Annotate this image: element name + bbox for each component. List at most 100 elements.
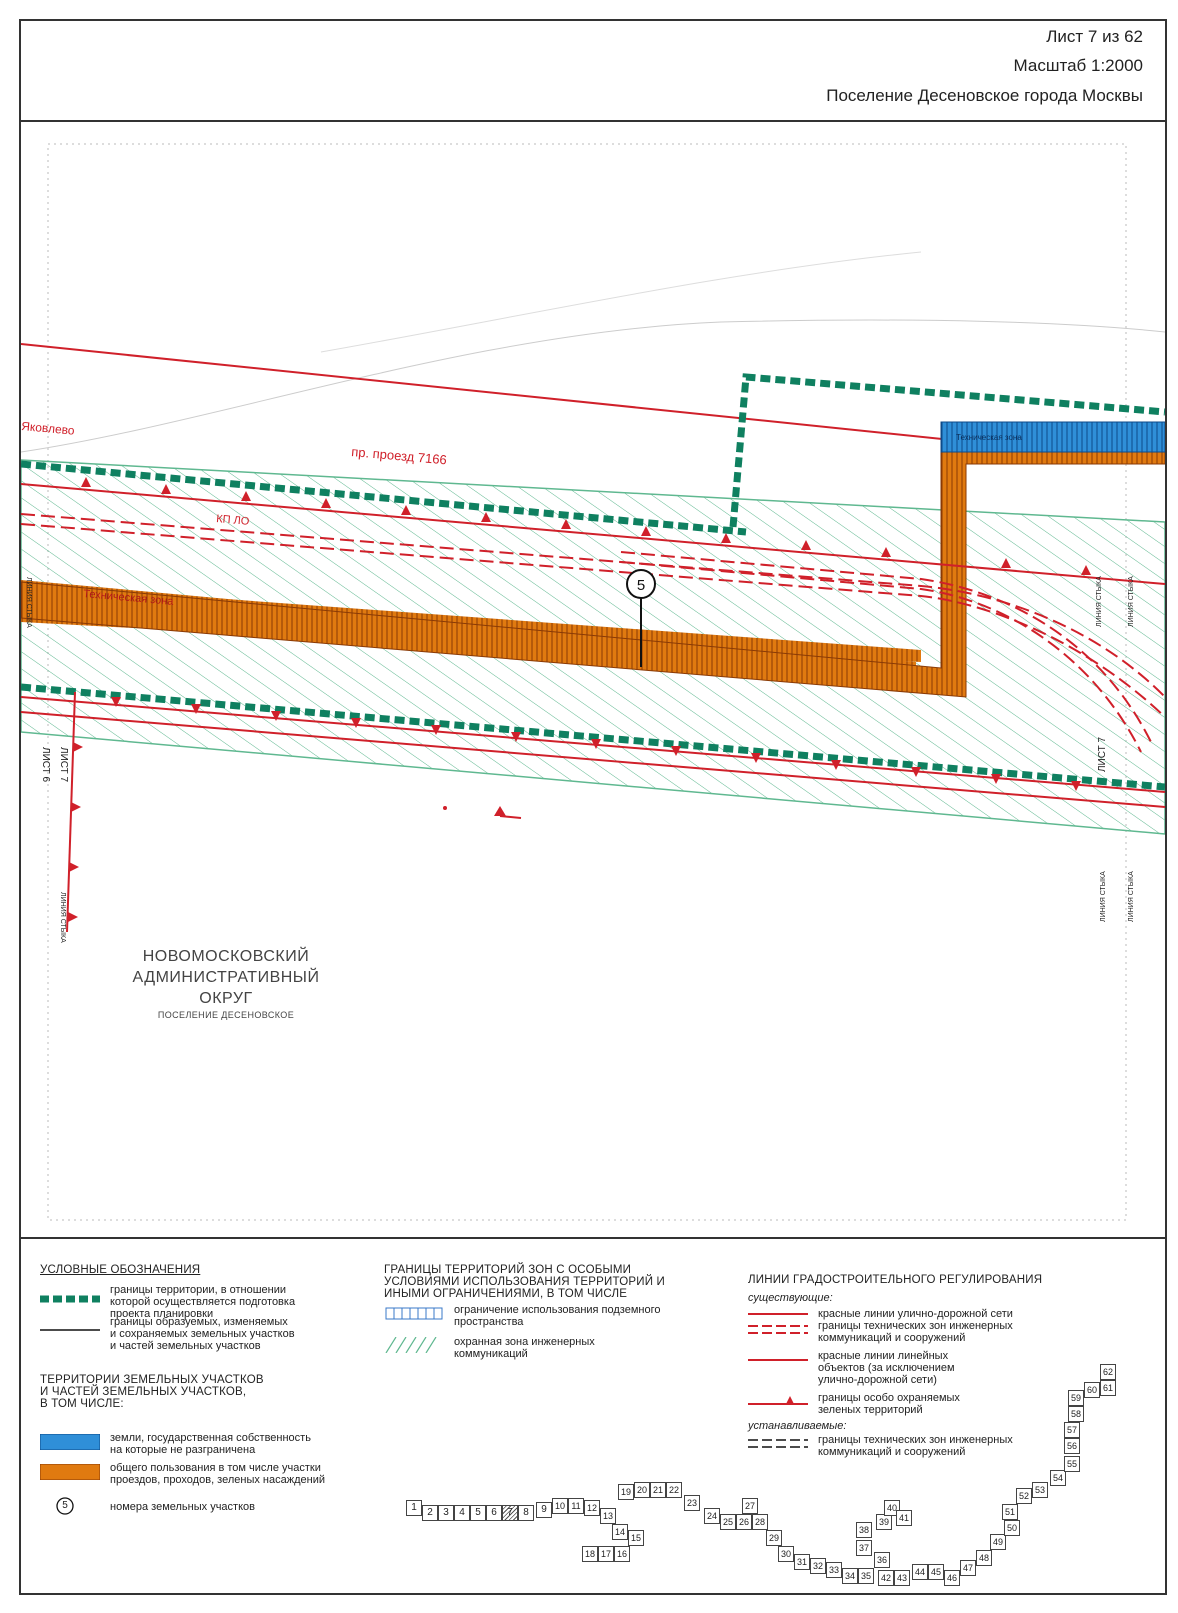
sheet-index-cell-25[interactable]: 25	[720, 1514, 736, 1530]
red-line-road[interactable]	[21, 696, 1165, 793]
tech-zone-boundary[interactable]	[620, 551, 1152, 743]
project-boundary[interactable]	[729, 373, 1165, 528]
map-area[interactable]: Техническая зона	[21, 122, 1165, 1237]
red-lines-road-swatch	[748, 1313, 808, 1315]
sheet-index-cell-18[interactable]: 18	[582, 1546, 598, 1562]
admin-line-2: АДМИНИСТРАТИВНЫЙ	[132, 969, 320, 986]
security-zone-swatch	[385, 1337, 437, 1353]
legend-title: УСЛОВНЫЕ ОБОЗНАЧЕНИЯ	[40, 1264, 201, 1276]
plot-number-circle[interactable]	[626, 569, 656, 599]
sheet-index-cell-22[interactable]: 22	[666, 1482, 682, 1498]
admin-district-label: НОВОМОСКОВСКИЙ АДМИНИСТРАТИВНЫЙ ОКРУГ ПО…	[101, 948, 351, 1020]
sheet-index-cell-45[interactable]: 45	[928, 1564, 944, 1580]
sheet-index-cell-6[interactable]: 6	[486, 1505, 502, 1521]
sheet-header: Лист 7 из 62 Масштаб 1:2000 Поселение Де…	[21, 21, 1165, 122]
sheet-index-cell-31[interactable]: 31	[794, 1554, 810, 1570]
sheet-index-cell-15[interactable]: 15	[628, 1530, 644, 1546]
sheet-index-cell-47[interactable]: 47	[960, 1560, 976, 1576]
sheet-index-cell-3[interactable]: 3	[438, 1505, 454, 1521]
sheet-index-cell-34[interactable]: 34	[842, 1568, 858, 1584]
sheet-index-cell-12[interactable]: 12	[584, 1500, 600, 1516]
sheet-index-cell-1[interactable]: 1	[406, 1500, 422, 1516]
sheet-index-cell-23[interactable]: 23	[684, 1495, 700, 1511]
sheet-index-cell-7[interactable]: 7	[502, 1505, 518, 1521]
sheet-index-cell-26[interactable]: 26	[736, 1514, 752, 1530]
public-use-plot[interactable]	[21, 443, 1165, 698]
plot-number-sample: 5	[62, 1500, 68, 1511]
territory-boundary-swatch	[40, 1295, 100, 1303]
sheet-index-cell-52[interactable]: 52	[1016, 1488, 1032, 1504]
sheet-index-cell-41[interactable]: 41	[896, 1510, 912, 1526]
contour-line	[320, 251, 922, 353]
tech-zones-new-swatch	[748, 1439, 808, 1448]
sheet-index-cell-55[interactable]: 55	[1064, 1456, 1080, 1472]
sheet-index-cell-46[interactable]: 46	[944, 1570, 960, 1586]
sheet-index-cell-2[interactable]: 2	[422, 1505, 438, 1521]
admin-line-3: ОКРУГ	[199, 990, 253, 1007]
legend-plot-numbers: номера земельных участков	[110, 1501, 255, 1513]
sheet-number: Лист 7 из 62	[1046, 27, 1143, 46]
tech-zone-boundary[interactable]	[620, 561, 1142, 753]
sheet-index-cell-42[interactable]: 42	[878, 1570, 894, 1586]
sheet-index-cell-9[interactable]: 9	[536, 1502, 552, 1518]
sheet-index-cell-56[interactable]: 56	[1064, 1438, 1080, 1454]
sheet-index-cell-24[interactable]: 24	[704, 1508, 720, 1524]
sheet-index-cell-51[interactable]: 51	[1002, 1504, 1018, 1520]
sheet-index-cell-33[interactable]: 33	[826, 1562, 842, 1578]
sheet-index-cell-20[interactable]: 20	[634, 1482, 650, 1498]
map-canvas: Техническая зона	[21, 143, 1165, 1221]
sheet-index-cell-60[interactable]: 60	[1084, 1382, 1100, 1398]
sheet-index-cell-17[interactable]: 17	[598, 1546, 614, 1562]
sheet-index-cell-48[interactable]: 48	[976, 1550, 992, 1566]
sheet-index-cell-37[interactable]: 37	[856, 1540, 872, 1556]
sheet-index-cell-49[interactable]: 49	[990, 1534, 1006, 1550]
green-territory-line	[499, 815, 522, 819]
sheet-index-cell-8[interactable]: 8	[518, 1505, 534, 1521]
sheet-index-cell-61[interactable]: 61	[1100, 1380, 1116, 1396]
sheet-index-cell-57[interactable]: 57	[1064, 1422, 1080, 1438]
tech-zone-boundary[interactable]	[21, 513, 1165, 698]
sheet-index-cell-4[interactable]: 4	[454, 1505, 470, 1521]
sheet-index-cell-35[interactable]: 35	[858, 1568, 874, 1584]
red-line-road[interactable]	[21, 483, 1165, 585]
join-line-label-right4: ЛИНИЯ СТЫКА	[1128, 871, 1135, 922]
state-land-plot[interactable]	[940, 421, 1165, 453]
sheet-index-cell-50[interactable]: 50	[1004, 1520, 1020, 1536]
sheet-index-cell-36[interactable]: 36	[874, 1552, 890, 1568]
project-boundary[interactable]	[21, 460, 747, 536]
sheet-index-cell-27[interactable]: 27	[742, 1498, 758, 1514]
sheet-index-cell-59[interactable]: 59	[1068, 1390, 1084, 1406]
sheet-index-cell-11[interactable]: 11	[568, 1498, 584, 1514]
sheet-index-cell-39[interactable]: 39	[876, 1514, 892, 1530]
sheet-index-cell-29[interactable]: 29	[766, 1530, 782, 1546]
join-line-label-right: ЛИНИЯ СТЫКА	[1096, 576, 1103, 627]
sheet-index-cell-16[interactable]: 16	[614, 1546, 630, 1562]
sheet-index-cell-62[interactable]: 62	[1100, 1364, 1116, 1380]
public-use-swatch	[40, 1464, 100, 1480]
red-line-road[interactable]	[21, 711, 1165, 808]
sheet-index-cell-43[interactable]: 43	[894, 1570, 910, 1586]
sheet-index-cell-53[interactable]: 53	[1032, 1482, 1048, 1498]
sheet-index-cell-32[interactable]: 32	[810, 1558, 826, 1574]
sheet-index-cell-19[interactable]: 19	[618, 1484, 634, 1500]
project-boundary[interactable]	[21, 683, 1165, 791]
legend-existing: существующие:	[748, 1292, 833, 1304]
sheet-index-cell-10[interactable]: 10	[552, 1498, 568, 1514]
sheet-index-cell-44[interactable]: 44	[912, 1564, 928, 1580]
tech-zone-boundary[interactable]	[21, 523, 1165, 718]
sheet-index-cell-54[interactable]: 54	[1050, 1470, 1066, 1486]
sheet-index-cell-5[interactable]: 5	[470, 1505, 486, 1521]
sheet-index-cell-21[interactable]: 21	[650, 1482, 666, 1498]
sheet-index-cell-38[interactable]: 38	[856, 1522, 872, 1538]
sheet-index-cell-13[interactable]: 13	[600, 1508, 616, 1524]
sheet-index-cell-14[interactable]: 14	[612, 1524, 628, 1540]
sheet-index-cell-58[interactable]: 58	[1068, 1406, 1084, 1422]
sheet-index-cell-28[interactable]: 28	[752, 1514, 768, 1530]
sheet-index-cell-30[interactable]: 30	[778, 1546, 794, 1562]
